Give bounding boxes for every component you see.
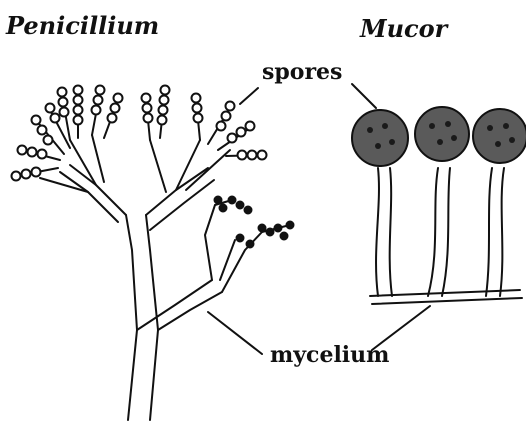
mucor-sporangium [352, 110, 408, 166]
penicillium-side-branch [137, 280, 222, 330]
penicillium-organism [12, 86, 294, 421]
penicillium-branch [146, 168, 214, 230]
penicillium-title: Penicillium [6, 14, 159, 38]
penicillium-spore-chains [12, 86, 294, 248]
mucor-sporangia [352, 107, 526, 166]
penicillium-stalk [126, 215, 158, 420]
spores-label: spores [262, 61, 342, 83]
penicillium-branch [150, 140, 230, 192]
mucor-stalk [428, 168, 450, 296]
mucor-title: Mucor [360, 17, 447, 41]
mucor-sporangium [415, 107, 469, 161]
spores-leader-line-left [240, 88, 258, 104]
penicillium-branch [205, 205, 262, 292]
mucor-stalk [486, 168, 504, 296]
mucor-organism [352, 107, 526, 304]
mycelium-leader-line-left [208, 312, 262, 354]
mycelium-label: mycelium [270, 344, 389, 366]
mucor-mycelium-base [370, 290, 522, 304]
mucor-stalk [376, 168, 392, 296]
mucor-sporangium [473, 109, 526, 163]
spores-leader-line-right [352, 84, 376, 108]
penicillium-branch [60, 165, 126, 222]
